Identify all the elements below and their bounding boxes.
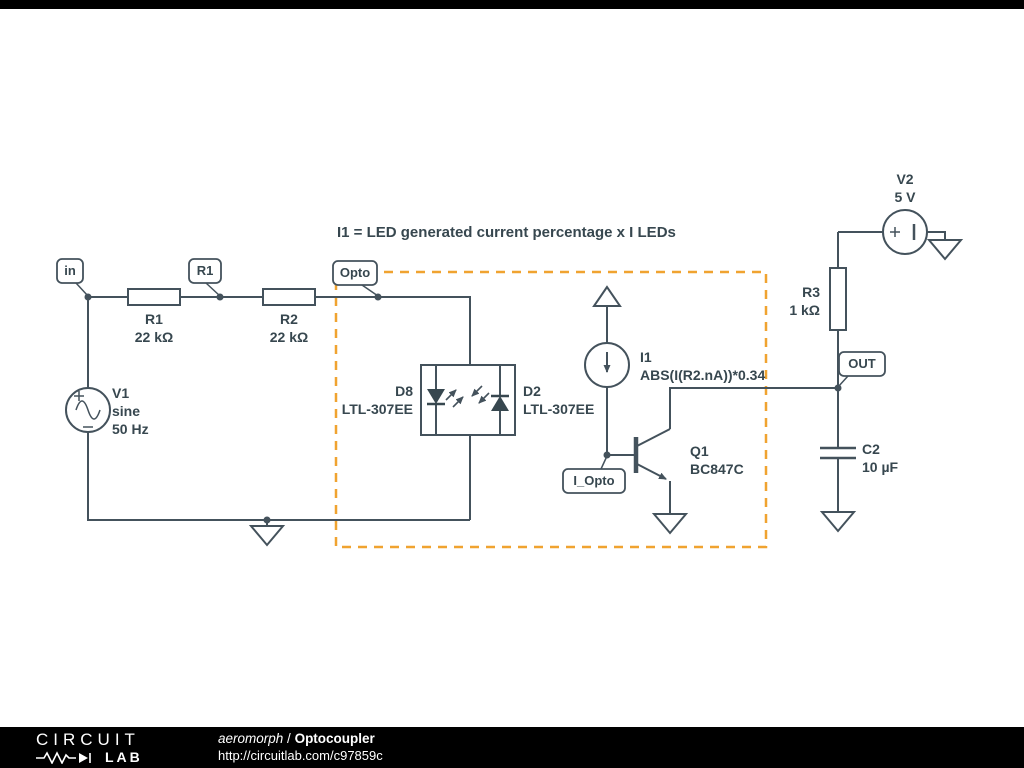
net-label-R1: R1 (188, 258, 222, 297)
junction-dot (84, 293, 92, 301)
logo-text-lab: LAB (105, 749, 143, 765)
footer-bar: CIRCUIT LAB aeromorph / Optocoupler http… (0, 727, 1024, 768)
R2-value: 22 kΩ (270, 329, 308, 345)
optocoupler-highlight-box (334, 270, 768, 549)
top-bar (0, 0, 1024, 9)
author-name[interactable]: aeromorph (218, 730, 284, 746)
circuitlab-logo[interactable]: CIRCUIT LAB (36, 731, 182, 764)
I1-name: I1 (640, 349, 652, 365)
voltage-source-V1: V1 sine 50 Hz (65, 385, 149, 437)
C2-name: C2 (862, 441, 880, 457)
annotation-text: I1 = LED generated current percentage x … (337, 224, 676, 241)
C2-value: 10 µF (862, 459, 899, 475)
I1-value: ABS(I(R2.nA))*0.34 (640, 367, 765, 383)
svg-text:in: in (64, 263, 76, 278)
circuit-url[interactable]: http://circuitlab.com/c97859c (218, 747, 383, 763)
net-label-OUT: OUT (837, 351, 886, 388)
supply-arrow-icon (592, 285, 622, 307)
net-label-Opto: Opto (332, 260, 379, 297)
V1-frequency: 50 Hz (112, 421, 149, 437)
resistor-R1: R1 22 kΩ (127, 288, 181, 345)
D8-value: LTL-307EE (342, 401, 413, 417)
net-label-in: in (56, 258, 89, 297)
D8-diode-icon (427, 389, 445, 404)
current-source-I1: I1 ABS(I(R2.nA))*0.34 (584, 285, 765, 388)
V1-name: V1 (112, 385, 129, 401)
emitter-arrow-icon (636, 463, 667, 480)
svg-text:I_Opto: I_Opto (573, 473, 614, 488)
ground-icon (651, 513, 689, 535)
ground-icon (926, 239, 964, 261)
ground-icon (248, 525, 286, 547)
ground-icons (248, 239, 964, 547)
resistor-R2: R2 22 kΩ (262, 288, 316, 345)
resistor-zigzag-icon (36, 750, 91, 764)
V2-value: 5 V (894, 189, 916, 205)
D8-name: D8 (395, 383, 413, 399)
R2-name: R2 (280, 311, 298, 327)
circuit-schematic: I1 = LED generated current percentage x … (56, 171, 964, 549)
led-emission-arrows (445, 385, 490, 408)
plus-icon (890, 227, 900, 237)
R3-value: 1 kΩ (789, 302, 820, 318)
svg-text:R1: R1 (197, 263, 214, 278)
V1-type: sine (112, 403, 140, 419)
svg-text:OUT: OUT (848, 356, 876, 371)
R1-value: 22 kΩ (135, 329, 173, 345)
junction-dot (263, 516, 271, 524)
svg-text:Opto: Opto (340, 265, 370, 280)
Q1-value: BC847C (690, 461, 744, 477)
circuit-title: Optocoupler (294, 730, 375, 746)
D2-value: LTL-307EE (523, 401, 594, 417)
transistor-Q1: Q1 BC847C (633, 428, 744, 480)
D2-diode-icon (491, 396, 509, 411)
Q1-name: Q1 (690, 443, 709, 459)
plus-icon (74, 391, 84, 401)
ground-icon (819, 511, 857, 533)
R3-name: R3 (802, 284, 820, 300)
V2-name: V2 (896, 171, 913, 187)
junction-dots (84, 293, 842, 524)
junction-dot (834, 384, 842, 392)
junction-dot (603, 451, 611, 459)
led-pair-D8-D2: D8 LTL-307EE D2 LTL-307EE (342, 364, 594, 436)
sine-icon (75, 400, 101, 420)
voltage-source-V2: V2 5 V (882, 171, 928, 255)
breadcrumb-separator: / (283, 730, 295, 746)
logo-text-circuit: CIRCUIT (36, 730, 140, 749)
capacitor-C2: C2 10 µF (820, 441, 899, 475)
circuit-breadcrumb: aeromorph / Optocoupler (218, 731, 383, 748)
R1-name: R1 (145, 311, 163, 327)
D2-name: D2 (523, 383, 541, 399)
net-label-I_Opto: I_Opto (562, 455, 626, 494)
resistor-R3: R3 1 kΩ (789, 267, 847, 331)
